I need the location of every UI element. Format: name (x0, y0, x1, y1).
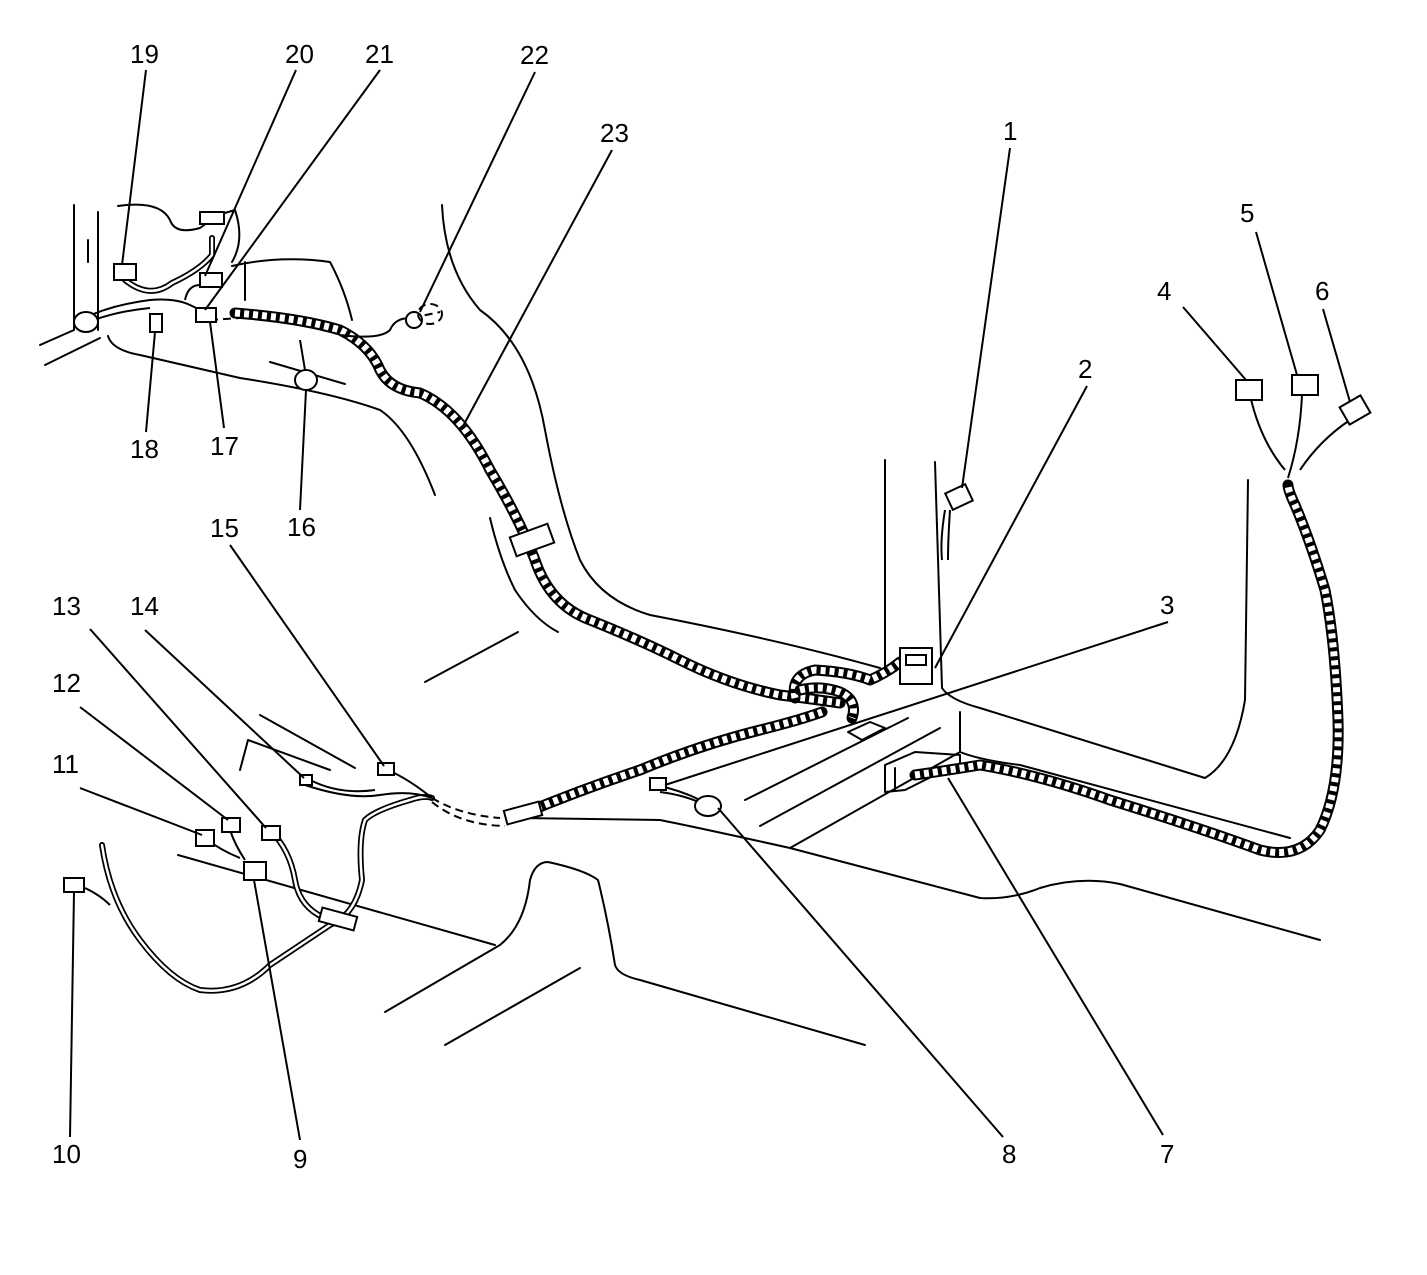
grommet-left-icon (73, 311, 99, 333)
callout-10: 10 (52, 1139, 81, 1169)
ground-16-icon (294, 369, 318, 391)
connector-9-icon (243, 861, 267, 881)
callout-7: 7 (1160, 1139, 1174, 1169)
callout-8: 8 (1002, 1139, 1016, 1169)
callout-9: 9 (293, 1144, 307, 1174)
connector-20-icon (199, 272, 223, 288)
callout-labels: 1 2 3 4 5 6 7 8 9 10 11 12 13 14 15 16 1… (52, 39, 1329, 1174)
connector-5-icon (1291, 374, 1319, 396)
clip-lower-left-icon (317, 906, 359, 932)
callout-1: 1 (1003, 116, 1017, 146)
harness-lower-left (99, 793, 435, 994)
connector-14-icon (299, 774, 313, 786)
callout-15: 15 (210, 513, 239, 543)
callout-19: 19 (130, 39, 159, 69)
callout-12: 12 (52, 668, 81, 698)
callout-4: 4 (1157, 276, 1171, 306)
connectors (63, 211, 1372, 932)
connector-19-icon (113, 263, 137, 281)
callout-20: 20 (285, 39, 314, 69)
callout-16: 16 (287, 512, 316, 542)
vehicle-body-outline (39, 203, 1321, 1046)
clip-left-icon (508, 522, 556, 558)
callout-18: 18 (130, 434, 159, 464)
callout-14: 14 (130, 591, 159, 621)
module-2-inner-icon (905, 654, 927, 666)
connector-13-icon (261, 825, 281, 841)
callout-21: 21 (365, 39, 394, 69)
connector-top-icon (199, 211, 225, 225)
callout-13: 13 (52, 591, 81, 621)
callout-6: 6 (1315, 276, 1329, 306)
connector-22-dash-icon (417, 303, 443, 325)
callout-23: 23 (600, 118, 629, 148)
connector-4-icon (1235, 379, 1263, 401)
connector-6-icon (1338, 393, 1372, 427)
leader-lines (69, 69, 1351, 1141)
connector-15-icon (377, 762, 395, 776)
connector-11-icon (195, 829, 215, 847)
harness-upper-left (122, 235, 215, 294)
connector-12-icon (221, 817, 241, 833)
harness-branch-2 (788, 656, 906, 724)
main-harness-23 (229, 307, 846, 709)
connector-1-icon (943, 482, 975, 512)
harness-right-7 (909, 479, 1344, 858)
callout-3: 3 (1160, 590, 1174, 620)
clip-mid-icon (502, 800, 544, 826)
connector-10-icon (63, 877, 85, 893)
callout-5: 5 (1240, 198, 1254, 228)
callout-17: 17 (210, 431, 239, 461)
connector-18-icon (149, 313, 163, 333)
callout-11: 11 (52, 749, 79, 779)
connector-8-plug-icon (649, 777, 667, 791)
callout-22: 22 (520, 40, 549, 70)
ground-8-icon (694, 795, 722, 817)
callout-2: 2 (1078, 354, 1092, 384)
harness-branch-lower (514, 706, 828, 821)
